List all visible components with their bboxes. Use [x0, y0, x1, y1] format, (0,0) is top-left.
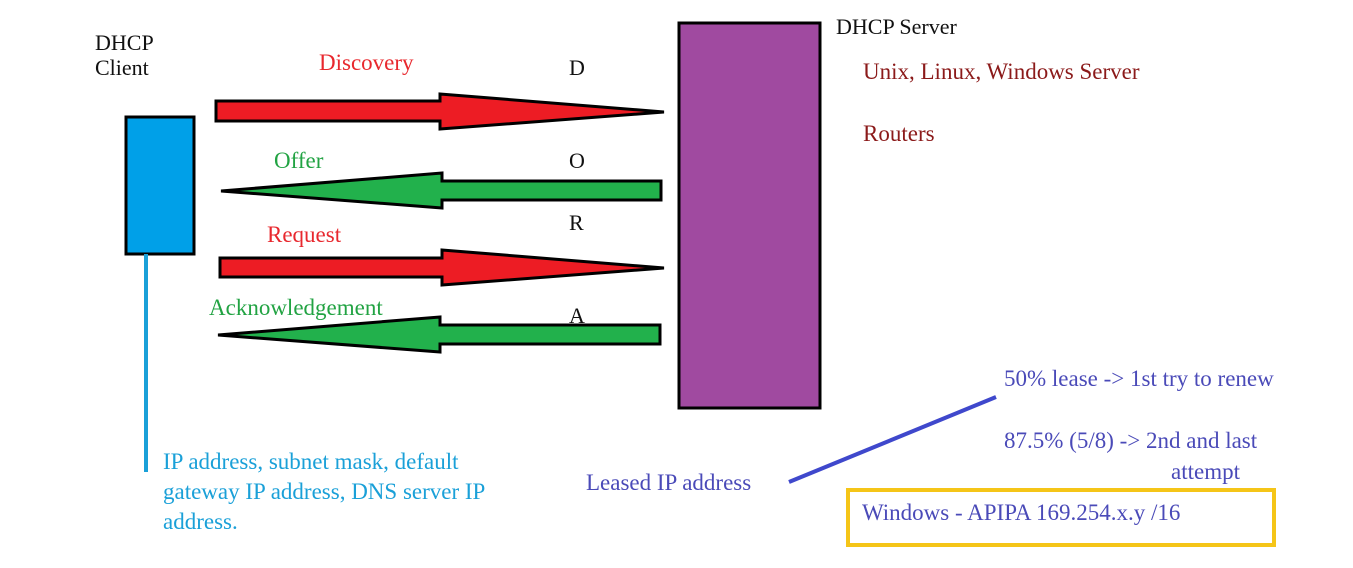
renew-last-label-line1: 87.5% (5/8) -> 2nd and last	[1004, 428, 1258, 453]
request-arrow	[218, 248, 665, 287]
apipa-box	[846, 488, 1276, 547]
offer-arrow	[220, 171, 663, 210]
offer-label: Offer	[274, 148, 324, 173]
server-platforms: Unix, Linux, Windows Server	[863, 59, 1140, 84]
lease-connector	[788, 395, 997, 484]
acknowledgement-arrow	[217, 315, 662, 354]
server-label: DHCP Server	[836, 14, 957, 39]
acknowledgement-letter: A	[569, 303, 585, 328]
client-info-line2: gateway IP address, DNS server IP	[163, 479, 486, 504]
discovery-arrow	[214, 92, 665, 131]
request-label: Request	[267, 222, 342, 247]
request-letter: R	[569, 210, 584, 235]
client-label-line2: Client	[95, 55, 149, 81]
client-info-line1: IP address, subnet mask, default	[163, 449, 459, 474]
acknowledgement-label: Acknowledgement	[209, 295, 383, 320]
client-label: DHCP Client	[95, 30, 154, 81]
discovery-letter: D	[569, 55, 585, 80]
discovery-label: Discovery	[319, 50, 414, 75]
client-info-line3: address.	[163, 509, 238, 534]
offer-letter: O	[569, 148, 585, 173]
client-label-line1: DHCP	[95, 30, 154, 55]
renew-first-label: 50% lease -> 1st try to renew	[1004, 366, 1274, 391]
server-routers: Routers	[863, 121, 935, 146]
renew-last-label-line2: attempt	[1171, 459, 1240, 484]
client-info: IP address, subnet mask, default gateway…	[163, 447, 485, 537]
dhcp-client-box	[124, 115, 196, 256]
leased-ip-label: Leased IP address	[586, 470, 752, 495]
apipa-label: Windows - APIPA 169.254.x.y /16	[862, 500, 1181, 525]
dhcp-server-box	[677, 21, 822, 410]
